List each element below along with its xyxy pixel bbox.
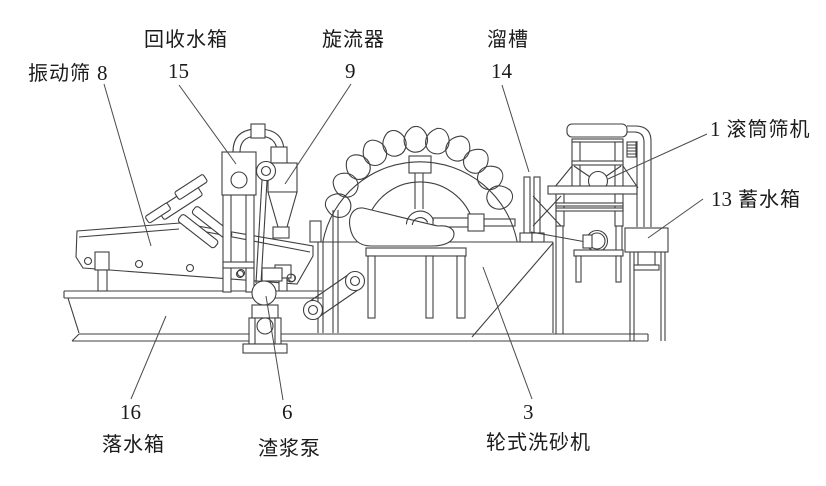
recovery-tank-name: 回收水箱: [144, 29, 228, 51]
recovery-water-tank: [221, 123, 288, 293]
cyclone-name: 旋流器: [322, 29, 385, 51]
label-cyclone-name: 旋流器: [322, 29, 385, 51]
label-vibrating-screen: 振动筛 8: [28, 61, 108, 85]
label-drop-tank-number: 16: [120, 400, 141, 424]
label-drop-tank-name: 落水箱: [102, 434, 165, 456]
label-recovery-tank-name: 回收水箱: [144, 29, 228, 51]
storage-water-tank: [624, 227, 669, 341]
vibrating-screen-number: 8: [97, 61, 108, 85]
label-recovery-tank-number: 15: [168, 59, 189, 83]
label-chute-number: 14: [491, 59, 512, 83]
label-wheel-washer-number: 3: [523, 400, 534, 424]
storage-tank-name: 蓄水箱: [738, 189, 801, 211]
storage-tank-number: 13: [711, 187, 732, 211]
label-slurry-pump-number: 6: [282, 400, 293, 424]
leader-lines: [103, 83, 708, 401]
label-cyclone-number: 9: [345, 59, 356, 83]
wheel-rim: [322, 125, 518, 243]
drum-screen-machine: [530, 123, 652, 334]
chute-name: 溜槽: [487, 29, 529, 51]
label-storage-tank: 13 蓄水箱: [711, 187, 801, 211]
suction-pipe: [302, 270, 366, 321]
label-chute-name: 溜槽: [487, 29, 529, 51]
label-drum-screen: 1 滚筒筛机: [710, 117, 811, 141]
slurry-pump: [242, 267, 296, 354]
drive-housing: [349, 207, 455, 247]
ground-base: [71, 333, 649, 342]
drop-water-tank: [63, 290, 322, 334]
cyclone: [255, 160, 298, 284]
label-wheel-washer-name: 轮式洗砂机: [486, 432, 591, 454]
bucket-wheel: [349, 155, 516, 319]
label-slurry-pump-name: 渣浆泵: [258, 438, 321, 460]
drum-screen-name: 滚筒筛机: [726, 119, 811, 141]
vibrating-screen-name: 振动筛: [28, 63, 91, 85]
drum-screen-number: 1: [710, 117, 721, 141]
